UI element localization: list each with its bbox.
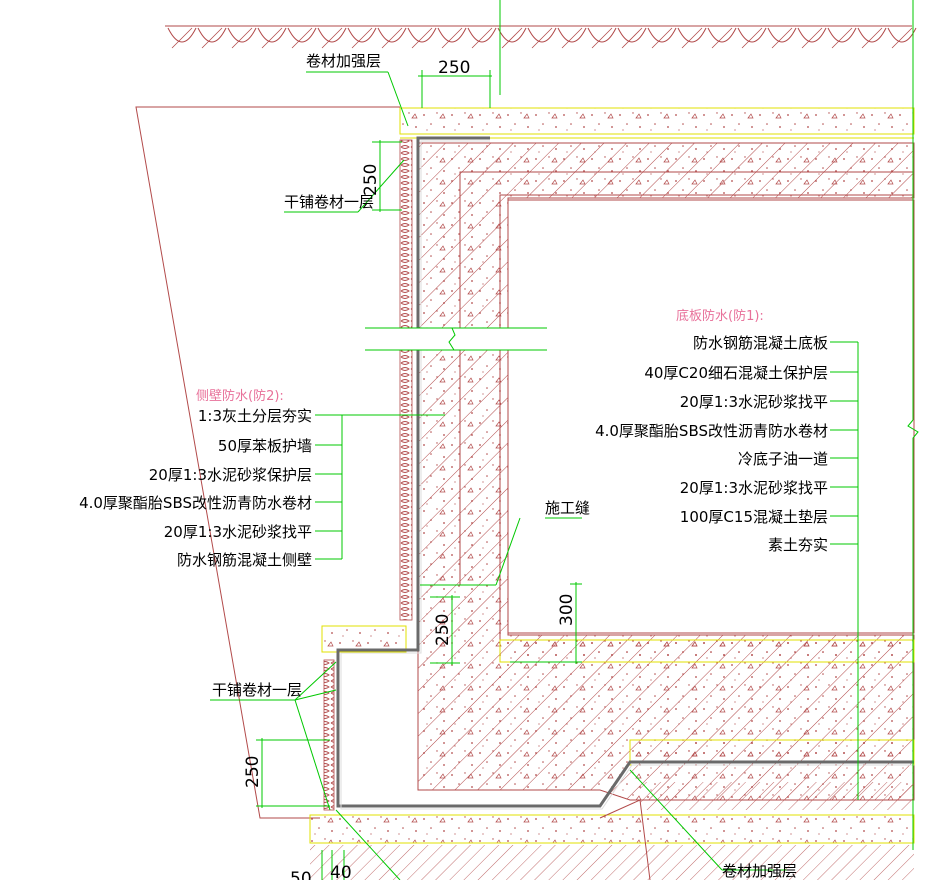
- floor-slab-layer-label: 素土夯实: [768, 536, 828, 554]
- ground-scallop: [347, 27, 377, 43]
- ground-hatch-stroke: [411, 27, 433, 49]
- construction-joint-label: 施工缝: [545, 499, 590, 517]
- side-wall-layer-label: 50厚苯板护墙: [218, 437, 312, 455]
- ground-scallop: [167, 27, 197, 43]
- ground-hatch-stroke: [171, 27, 193, 49]
- ground-scallop: [287, 27, 317, 43]
- annotation-leaders: [210, 71, 790, 881]
- ground-hatch-stroke: [711, 27, 733, 49]
- guide-lines: [499, 0, 919, 850]
- reinforcement-layer-top-label: 卷材加强层: [306, 52, 381, 70]
- floor-leaders: [830, 341, 859, 800]
- ground-hatch-stroke: [591, 27, 613, 49]
- ground-hatch-stroke: [501, 27, 523, 49]
- side-wall-leaders: [315, 414, 445, 560]
- floor-protection-layer: [309, 625, 915, 844]
- ground-scallop: [257, 27, 287, 43]
- ground-hatch-stroke: [201, 27, 223, 49]
- ground-scallop: [617, 27, 647, 43]
- ground-hatch-stroke: [261, 27, 283, 49]
- side-wall-layer-label: 1:3灰土分层夯实: [198, 407, 312, 425]
- ground-hatch-stroke: [531, 27, 553, 49]
- ground-hatch-stroke: [831, 27, 853, 49]
- side-wall-layer-list: 1:3灰土分层夯实 50厚苯板护墙 20厚1:3水泥砂浆保护层 4.0厚聚酯胎SBS改…: [79, 407, 312, 569]
- floor-slab-layer-label: 4.0厚聚酯胎SBS改性沥青防水卷材: [595, 422, 828, 440]
- ground-hatch-stroke: [291, 27, 313, 49]
- ground-scallop: [887, 27, 917, 43]
- reinforcement-layer-bottom-label: 卷材加强层: [722, 862, 797, 880]
- ground-scallop: [857, 27, 887, 43]
- dim-300: 300: [557, 594, 577, 626]
- side-wall-layer-label: 20厚1:3水泥砂浆保护层: [149, 466, 312, 484]
- floor-slab-layer-label: 20厚1:3水泥砂浆找平: [680, 479, 828, 497]
- ground-scallop: [797, 27, 827, 43]
- floor-slab-layer-list: 防水钢筋混凝土底板 40厚C20细石混凝土保护层 20厚1:3水泥砂浆找平 4.0厚聚…: [595, 334, 828, 554]
- ground-hatch-stroke: [651, 27, 673, 49]
- top-protection-layer: [399, 107, 915, 139]
- ground-scallop: [737, 27, 767, 43]
- ground-hatch-stroke: [861, 27, 883, 49]
- ground-hatch-stroke: [441, 27, 463, 49]
- ground-hatch-stroke: [801, 27, 823, 49]
- floor-slab-layer-label: 冷底子油一道: [738, 450, 828, 468]
- dim-50: 50: [290, 869, 312, 880]
- floor-slab-layer-label: 20厚1:3水泥砂浆找平: [680, 393, 828, 411]
- ground-scallop: [557, 27, 587, 43]
- ground-hatch-stroke: [231, 27, 253, 49]
- ground-surface-symbol: [165, 25, 917, 49]
- ground-hatch-stroke: [321, 27, 343, 49]
- side-wall-layer-label: 防水钢筋混凝土侧壁: [177, 551, 312, 569]
- ground-hatch-stroke: [741, 27, 763, 49]
- dim-250-side: 250: [361, 164, 381, 196]
- ground-scallop: [377, 27, 407, 43]
- concrete-wall-and-slab: [417, 142, 915, 801]
- ground-scallop: [647, 27, 677, 43]
- side-wall-heading: 侧壁防水(防2):: [196, 388, 284, 404]
- ground-scallop: [197, 27, 227, 43]
- ground-scallop: [707, 27, 737, 43]
- ground-hatch-stroke: [561, 27, 583, 49]
- ground-scallop: [767, 27, 797, 43]
- ground-hatch-stroke: [891, 27, 913, 49]
- bottom-ground: [310, 782, 914, 881]
- ground-hatch-stroke: [621, 27, 643, 49]
- ground-hatch-stroke: [381, 27, 403, 49]
- floor-slab-layer-label: 40厚C20细石混凝土保护层: [644, 364, 828, 382]
- dim-250-low: 250: [243, 756, 263, 788]
- ground-scallop: [527, 27, 557, 43]
- ground-scallop: [827, 27, 857, 43]
- floor-slab-layer-label: 100厚C15混凝土垫层: [680, 508, 828, 526]
- ground-scallop: [677, 27, 707, 43]
- floor-slab-heading: 底板防水(防1):: [676, 308, 764, 324]
- waterproof-membrane: [336, 136, 914, 810]
- wall-protection-strip: [323, 139, 413, 811]
- ground-scallop: [227, 27, 257, 43]
- ground-scallop: [407, 27, 437, 43]
- dim-40: 40: [330, 863, 352, 880]
- ground-scallop: [317, 27, 347, 43]
- ground-scallop: [437, 27, 467, 43]
- side-wall-layer-label: 20厚1:3水泥砂浆找平: [164, 523, 312, 541]
- ground-hatch-stroke: [771, 27, 793, 49]
- break-line: [365, 327, 547, 351]
- dry-laid-upper-label: 干铺卷材一层: [284, 193, 374, 211]
- dimension-lines: [256, 70, 582, 880]
- ground-hatch-stroke: [681, 27, 703, 49]
- dim-250-top: 250: [438, 58, 470, 78]
- side-wall-layer-label: 4.0厚聚酯胎SBS改性沥青防水卷材: [79, 494, 312, 512]
- ground-scallop: [587, 27, 617, 43]
- dim-250-mid: 250: [433, 614, 453, 646]
- ground-scallop: [497, 27, 527, 43]
- excavation-outline: [135, 106, 400, 819]
- ground-scallop: [467, 27, 497, 43]
- floor-slab-layer-label: 防水钢筋混凝土底板: [693, 334, 828, 352]
- dry-laid-lower-label: 干铺卷材一层: [212, 681, 302, 699]
- ground-hatch-stroke: [351, 27, 373, 49]
- ground-hatch-stroke: [471, 27, 493, 49]
